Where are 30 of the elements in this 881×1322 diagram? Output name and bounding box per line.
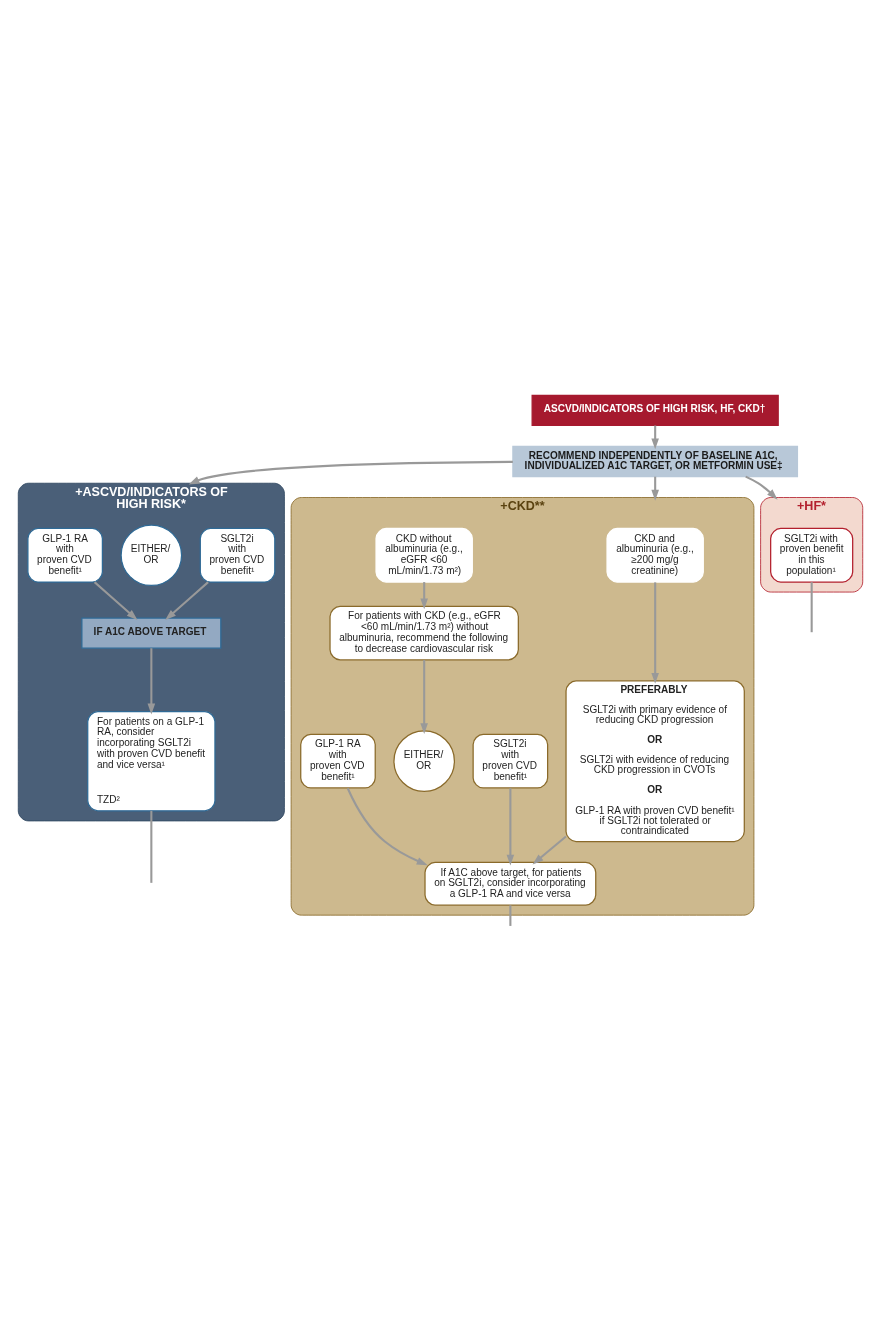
node-circle: EITHER/ OR — [120, 524, 183, 587]
arrow — [93, 581, 138, 621]
arrow — [651, 476, 659, 501]
node-box: CKD without albuminuria (e.g., eGFR <60 mL/min/1.73 m²) — [375, 527, 473, 583]
node-box: If A1C above target, for patients on SGLT2i, consider incorporating a GLP-1 RA and vice versa — [424, 861, 597, 906]
node-box: RECOMMEND INDEPENDENTLY OF BASELINE A1C, INDIVIDUALIZED A1C TARGET, OR METFORMIN USE‡ — [512, 445, 799, 478]
arrow — [147, 648, 156, 715]
node-box: GLP-1 RA with proven CVD benefit¹ — [27, 527, 103, 583]
arrow — [420, 660, 428, 735]
node-box: SGLT2i with proven benefit in this population¹ — [770, 527, 854, 583]
node-box: GLP-1 RA with proven CVD benefit¹ — [300, 733, 376, 789]
arrow — [651, 582, 659, 684]
node-circle: EITHER/ OR — [393, 730, 456, 793]
arrow — [532, 835, 567, 865]
node-box: CKD and albuminuria (e.g., ≥200 mg/g creatinine) — [606, 527, 704, 583]
arrow — [745, 475, 778, 500]
node-box: IF A1C ABOVE TARGET — [81, 617, 222, 649]
arrow — [346, 787, 428, 866]
node-box: For patients with CKD (e.g., eGFR <60 mL/min/1.73 m²) without albuminuria, recommend the following to decrease cardiovascular risk — [329, 605, 519, 661]
arrow — [506, 788, 515, 866]
arrow — [165, 581, 209, 621]
connector — [150, 810, 153, 883]
node-box: SGLT2i with proven CVD benefit¹ — [199, 527, 276, 583]
node-box: ASCVD/INDICATORS OF HIGH RISK, HF, CKD† — [531, 394, 779, 427]
node-box: PREFERABLY SGLT2i with primary evidence of reducing CKD progression OR SGLT2i with evidence of reducing CKD progression in CVOTs OR GLP-1 RA with proven CVD benefit¹ if SGLT2i not tolerated or contraindicated — [565, 680, 745, 843]
connector — [810, 582, 813, 633]
arrow — [188, 460, 513, 485]
node-box: For patients on a GLP-1 RA, consider incorporating SGLT2i with proven CVD benefit and vice versa¹ TZD² — [87, 710, 216, 812]
connector — [509, 905, 512, 926]
node-box: SGLT2i with proven CVD benefit¹ — [472, 733, 549, 789]
